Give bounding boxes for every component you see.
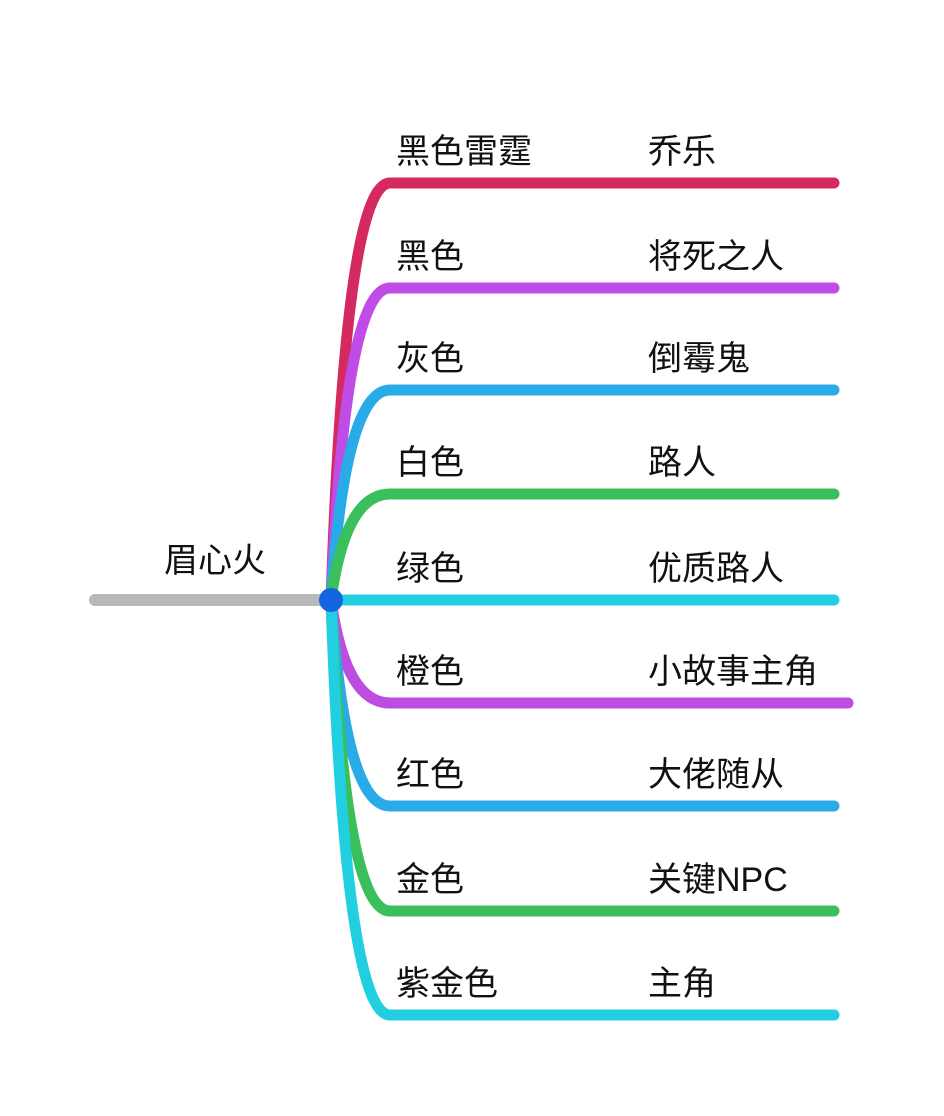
branch-label[interactable]: 黑色雷霆: [396, 133, 532, 171]
branch-label[interactable]: 金色: [396, 861, 464, 899]
branch-label[interactable]: 橙色: [396, 653, 464, 691]
branch-connector: [325, 488, 840, 606]
leaf-label[interactable]: 路人: [648, 444, 716, 482]
leaf-label[interactable]: 小故事主角: [648, 653, 818, 691]
branch-label[interactable]: 灰色: [396, 340, 464, 378]
leaf-label[interactable]: 主角: [648, 965, 716, 1003]
root-hub-node[interactable]: [319, 588, 343, 612]
leaf-label[interactable]: 将死之人: [648, 238, 784, 276]
branch-label[interactable]: 白色: [396, 444, 464, 482]
leaf-label[interactable]: 优质路人: [648, 550, 784, 588]
leaf-label[interactable]: 乔乐: [648, 133, 716, 171]
branch-label[interactable]: 紫金色: [396, 965, 498, 1003]
leaf-label[interactable]: 倒霉鬼: [648, 340, 750, 378]
branch-label[interactable]: 绿色: [396, 550, 464, 588]
branch-label[interactable]: 红色: [396, 756, 464, 794]
branch-label[interactable]: 黑色: [396, 238, 464, 276]
root-node-label[interactable]: 眉心火: [164, 542, 266, 580]
branch-connector: [325, 594, 840, 1021]
leaf-label[interactable]: 大佬随从: [648, 756, 784, 794]
leaf-label[interactable]: 关键NPC: [648, 861, 788, 899]
